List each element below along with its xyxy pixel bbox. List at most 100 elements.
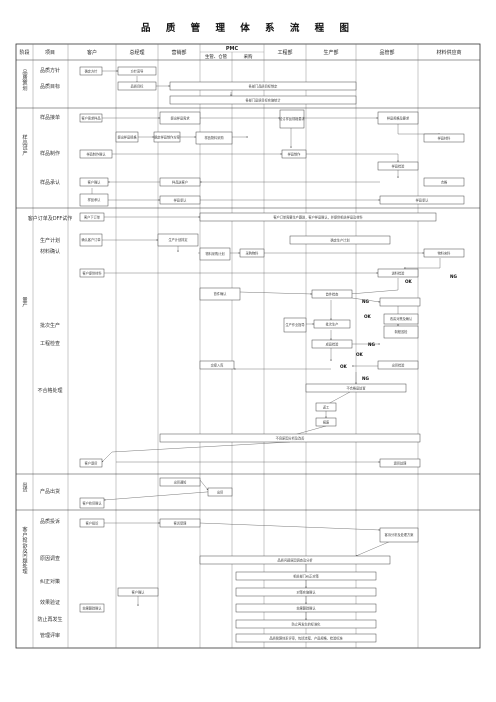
label-ok-finished: OK — [356, 352, 364, 357]
box-customer-materials — [79, 268, 105, 278]
label-policy-promotion: 方针宣导 — [131, 69, 144, 74]
label-order-followup: 客户订单需要生产跟进，客户样品确认，并提供相关样品及材料 — [273, 215, 363, 220]
item-nonconforming: 不合格处理 — [37, 387, 62, 394]
box-improvement-confirm — [383, 313, 419, 325]
box-customer-sample-request — [79, 113, 103, 123]
box-define-policy — [79, 66, 103, 76]
box-complaint-received — [159, 518, 201, 528]
item-effect-verification: 效果验证 — [40, 599, 60, 606]
box-shipping-inspection — [377, 360, 419, 370]
stage-shipping: 出货 — [22, 480, 28, 493]
box-ng-handling-1 — [379, 297, 421, 307]
item-order-dff: 客户订单及DFF试作 — [28, 215, 73, 222]
label-customer-confirm: 客户确认 — [88, 180, 102, 185]
box-customer-complaint — [79, 518, 105, 528]
stage-mass-production: 量产 — [22, 296, 28, 308]
box-quality-objective — [117, 81, 157, 91]
item-production-plan: 生产计划 — [40, 237, 60, 244]
box-standardization — [235, 619, 377, 629]
label-incoming-materials: 物料来料 — [438, 251, 452, 256]
item-sample-order: 样品接单 — [40, 114, 60, 121]
label-ng-first-article: NG — [362, 299, 370, 304]
box-production-plan — [289, 235, 391, 245]
header-quality: 品管部 — [379, 49, 394, 56]
header-customer: 客户 — [87, 49, 97, 56]
label-dept-objectives: 各部门品质目标制定 — [249, 84, 278, 89]
label-customer-materials: 客户提供材料 — [82, 271, 102, 276]
item-policy: 品质方针 — [40, 67, 60, 74]
box-finished-inspection — [311, 339, 353, 349]
label-submit-sample-request: 提出样品需求 — [170, 116, 190, 121]
label-customer-sample-request: 客户需求样品 — [81, 116, 100, 121]
box-sample-inspection — [377, 161, 419, 171]
label-complaint-plan: 客诉分析及处理方案 — [385, 532, 414, 537]
item-batch-production: 批次生产 — [40, 322, 60, 329]
label-sample-purchase: 样品物料采购 — [204, 135, 223, 140]
label-objective-stats: 各部门品质目标实施统计 — [245, 98, 281, 103]
stage-dividers — [16, 107, 480, 511]
label-improvement-confirm: 改善对策及确认 — [390, 316, 413, 321]
label-quality-objective: 品质目标 — [131, 84, 145, 89]
box-sample-materials — [423, 133, 465, 143]
label-sample-approval: 样品承认 — [174, 198, 188, 203]
box-review-sample-spec — [279, 109, 305, 129]
flow-connectors — [91, 70, 441, 621]
label-finished-inspection: 成品检验 — [326, 342, 340, 347]
label-batch-production: 批次生产 — [326, 322, 339, 327]
box-sample-spec — [377, 111, 419, 125]
label-follow-up: 效果跟踪确认 — [82, 606, 102, 611]
label-ng-incoming: NG — [450, 274, 458, 279]
box-defect-analysis — [159, 433, 421, 443]
box-shipping-notice — [159, 477, 201, 487]
header-production-control: 生管、仓管 — [205, 53, 228, 60]
box-sample-to-customer — [159, 177, 201, 187]
box-production-schedule — [157, 233, 199, 247]
item-corrective-action: 纠正对策 — [40, 578, 60, 585]
box-incoming-inspection — [377, 268, 419, 278]
box-provide-sample-spec — [115, 131, 139, 143]
label-process-patrol: 制程巡检 — [395, 329, 409, 334]
label-pass: 合格 — [441, 180, 448, 185]
label-purchase-materials: 采购物料 — [246, 251, 260, 256]
box-pass — [423, 177, 465, 187]
box-customer-confirm-2 — [117, 587, 159, 597]
box-sample-making — [281, 149, 307, 159]
item-cause-investigation: 原因调查 — [40, 555, 60, 562]
stage-sample: 样品试产 — [21, 133, 27, 157]
header-engineering: 工程部 — [277, 49, 292, 56]
label-review-sample-spec: 检讨样品规格要求 — [279, 116, 305, 121]
item-shipping: 产品出货 — [40, 488, 60, 495]
label-customer-order: 客户下订单 — [84, 215, 101, 220]
box-customer-return — [79, 458, 103, 468]
box-warehouse-entry — [199, 360, 235, 370]
item-management-review: 管理评审 — [40, 632, 60, 639]
item-prevent-recurrence: 防止再发生 — [37, 616, 62, 623]
column-dividers — [32, 44, 419, 648]
box-complaint-plan — [379, 527, 419, 543]
box-policy-promotion — [117, 66, 157, 76]
box-confirm-order — [79, 233, 103, 247]
label-customer-return: 客户退货 — [85, 461, 98, 466]
box-objective-stats — [169, 95, 357, 105]
box-customer-confirm — [79, 177, 109, 187]
label-production-plan: 确定生产计划 — [330, 238, 349, 243]
box-first-article-check — [311, 289, 353, 299]
item-engineering-check: 工程检查 — [40, 340, 60, 347]
item-sample-making: 样品制作 — [40, 150, 60, 157]
label-shipping-notice: 出货通知 — [174, 480, 187, 485]
box-submit-sample-request — [159, 111, 201, 125]
label-customer-confirm-2: 客户确认 — [132, 590, 146, 595]
box-action-confirm — [235, 587, 377, 597]
label-ok-incoming: OK — [405, 279, 413, 284]
label-return-handling: 退货处理 — [394, 461, 408, 466]
box-dept-objectives — [169, 81, 357, 91]
label-nonconforming-disposal: 不合格品处置 — [346, 386, 365, 391]
chart-frame — [15, 43, 481, 649]
box-incoming-materials — [423, 248, 465, 258]
label-ok-first-article: OK — [364, 314, 372, 319]
label-first-article-confirm: 首件确认 — [214, 291, 228, 296]
page-title: 品 质 管 理 体 系 流 程 图 — [141, 23, 355, 34]
label-root-cause: 品质问题原因调查及分析 — [277, 558, 313, 563]
label-sample-materials: 样品材料 — [438, 136, 452, 141]
label-sample-spec: 样品规格及要求 — [387, 116, 410, 121]
